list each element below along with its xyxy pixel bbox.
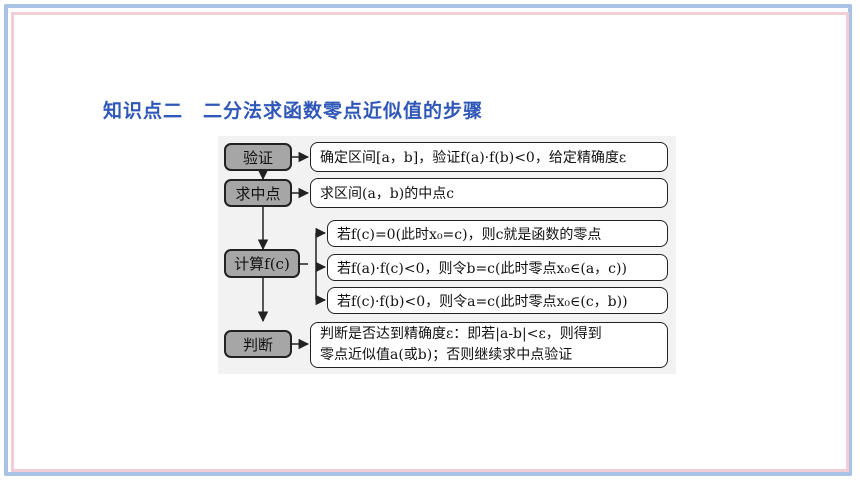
page-title: 知识点二 二分法求函数零点近似值的步骤: [103, 100, 484, 122]
case-1-text: 若f(c)=0(此时x₀=c)，则c就是函数的零点: [337, 226, 602, 243]
desc-judge: 判断是否达到精确度ε：即若|a-b|<ε，则得到 零点近似值a(或b)；否则继续…: [310, 322, 668, 368]
flowchart-connectors: [257, 151, 327, 350]
slide-frame-inner: [11, 12, 849, 472]
step-midpoint-label: 求中点: [235, 184, 281, 203]
case-3-text: 若f(c)·f(b)<0，则令a=c(此时零点x₀∈(c，b)): [337, 293, 628, 310]
step-verify: 验证: [224, 143, 292, 171]
desc-midpoint-text: 求区间(a，b)的中点c: [320, 186, 455, 202]
flowchart: 验证 确定区间[a，b]，验证f(a)·f(b)<0，给定精确度ε 求中点 求区…: [218, 136, 676, 374]
desc-judge-line-1: 判断是否达到精确度ε：即若|a-b|<ε，则得到: [320, 326, 602, 342]
step-judge: 判断: [224, 330, 292, 358]
desc-judge-line-2: 零点近似值a(或b)；否则继续求中点验证: [320, 347, 573, 363]
slide-frame-outer: [4, 4, 852, 476]
desc-midpoint: 求区间(a，b)的中点c: [310, 178, 668, 208]
case-2-text: 若f(a)·f(c)<0，则令b=c(此时零点x₀∈(a，c)): [337, 260, 627, 277]
desc-compute-case-3: 若f(c)·f(b)<0，则令a=c(此时零点x₀∈(c，b)): [327, 287, 668, 314]
desc-compute-case-1: 若f(c)=0(此时x₀=c)，则c就是函数的零点: [327, 220, 668, 247]
desc-verify-text: 确定区间[a，b]，验证f(a)·f(b)<0，给定精确度ε: [320, 150, 627, 166]
desc-compute-case-2: 若f(a)·f(c)<0，则令b=c(此时零点x₀∈(a，c)): [327, 254, 668, 281]
step-compute-label: 计算f(c): [234, 255, 290, 273]
step-verify-label: 验证: [242, 148, 273, 167]
desc-verify: 确定区间[a，b]，验证f(a)·f(b)<0，给定精确度ε: [310, 142, 668, 172]
step-judge-label: 判断: [242, 335, 273, 354]
step-midpoint: 求中点: [224, 179, 292, 207]
step-compute: 计算f(c): [224, 249, 300, 278]
